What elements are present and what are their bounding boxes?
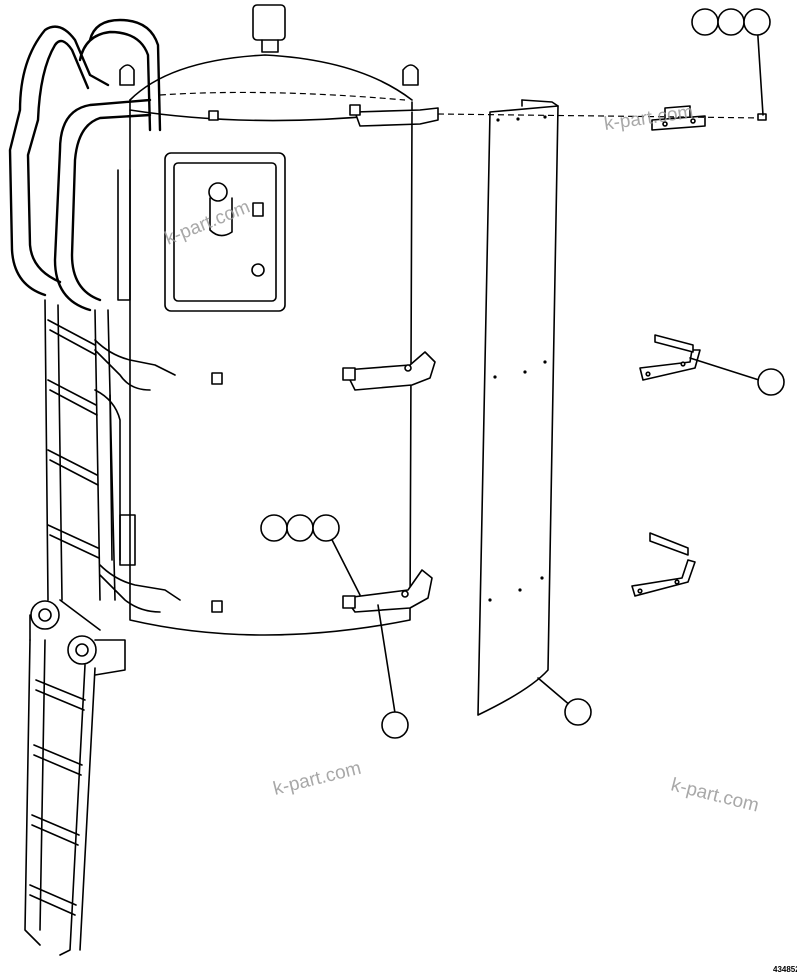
leader-top-right xyxy=(756,21,764,116)
callout-balloon xyxy=(286,514,314,542)
ladder-hinge-right xyxy=(67,635,97,665)
callout-balloon xyxy=(564,698,592,726)
tank-lower-bracket xyxy=(344,569,433,613)
ladder-rungs-upper xyxy=(47,319,100,559)
callout-balloon xyxy=(381,711,409,739)
callout-balloon xyxy=(743,8,771,36)
loose-bracket-lower xyxy=(631,532,696,597)
inspection-cover xyxy=(164,152,286,312)
callout-group-top-right xyxy=(691,8,771,36)
leader-middle-right xyxy=(689,357,760,381)
handrail-inner xyxy=(26,39,90,284)
ladder-stile-left xyxy=(44,299,63,601)
callout-balloon xyxy=(691,8,719,36)
tank-cylinder xyxy=(129,109,413,636)
leader-tank-single xyxy=(377,604,396,714)
callout-balloon xyxy=(312,514,340,542)
loose-bracket-top xyxy=(651,105,706,131)
drain-plug-icon xyxy=(208,182,228,202)
screw-icon xyxy=(757,113,767,121)
watermark-text: k-part.com xyxy=(271,758,363,800)
tank-top-clamp xyxy=(354,107,439,127)
document-number: 434852 xyxy=(773,965,797,974)
alignment-line xyxy=(437,113,766,119)
watermark-text: k-part.com xyxy=(669,774,761,816)
ladder-rungs-lower xyxy=(29,679,86,916)
handrail-outer xyxy=(8,25,110,297)
side-panel-assembly xyxy=(477,99,559,716)
side-panel xyxy=(477,105,559,716)
callout-balloon xyxy=(757,368,785,396)
callout-panel xyxy=(564,698,592,726)
callout-middle-right xyxy=(757,368,785,396)
tank-top-dome xyxy=(129,54,413,101)
fastener-icon xyxy=(251,263,265,277)
watermark-text: k-part.com xyxy=(603,102,695,135)
callout-tank-single xyxy=(381,711,409,739)
handrail-lower xyxy=(53,98,152,312)
ladder-lower-stiles xyxy=(24,639,96,956)
callout-group-tank xyxy=(260,514,340,542)
handrail-front xyxy=(78,18,162,132)
tank-assembly xyxy=(117,4,439,636)
ladder-assembly xyxy=(8,18,181,956)
ladder-hinge-left xyxy=(30,600,60,630)
loose-bracket-middle xyxy=(639,334,701,381)
callout-balloon xyxy=(717,8,745,36)
tank-middle-bracket xyxy=(344,351,436,391)
callout-balloon xyxy=(260,514,288,542)
tank-top-fitting xyxy=(252,4,286,41)
panel-holes xyxy=(488,115,547,602)
